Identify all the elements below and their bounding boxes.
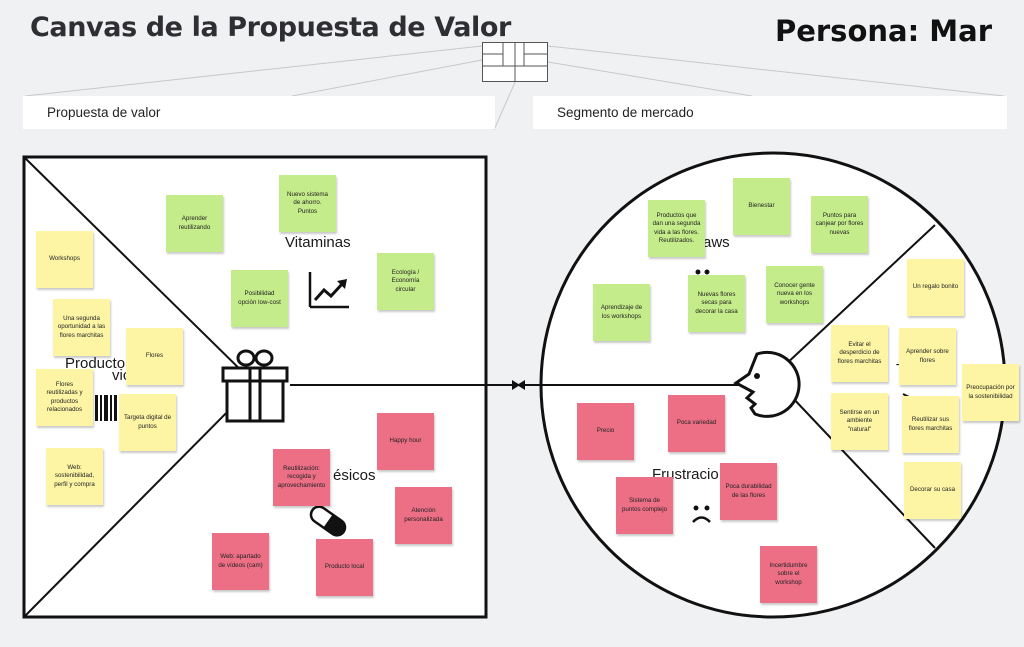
sticky-note[interactable]: Precio	[577, 403, 634, 460]
sticky-note[interactable]: Decorar su casa	[904, 462, 961, 519]
sticky-note[interactable]: Bienestar	[733, 178, 790, 235]
gift-icon	[221, 349, 289, 423]
pill-icon	[309, 505, 347, 537]
sticky-note[interactable]: Web: sostenibilidad, perfil y compra	[46, 448, 103, 505]
sticky-note[interactable]: Productos que dan una segunda vida a las…	[648, 200, 705, 257]
sticky-note[interactable]: Atención personalizada	[395, 487, 452, 544]
canvas-thumbnail-icon	[482, 42, 548, 82]
sticky-note[interactable]: Happy hour	[377, 413, 434, 470]
sticky-note[interactable]: Nuevo sistema de ahorro. Puntos	[279, 175, 336, 232]
sticky-note[interactable]: Reutilizar sus flores marchitas	[902, 396, 959, 453]
sticky-note[interactable]: Una segunda oportunidad a las flores mar…	[53, 299, 110, 356]
persona-title: Persona: Mar	[774, 14, 992, 48]
sticky-note[interactable]: Sentirse en un ambiente "natural"	[831, 393, 888, 450]
sticky-note[interactable]: Reutilización: recogida y aprovechamient…	[273, 449, 330, 506]
sticky-note[interactable]: Workshops	[36, 231, 93, 288]
sticky-note[interactable]: Producto local	[316, 539, 373, 596]
sticky-note[interactable]: Web: apartado de vídeos (cam)	[212, 533, 269, 590]
barcode-icon	[95, 395, 117, 421]
sticky-note[interactable]: Incertidumbre sobre el workshop	[760, 546, 817, 603]
sticky-note[interactable]: Preocupación por la sostenibilidad	[962, 364, 1019, 421]
analgesicos-label: ésicos	[333, 467, 376, 484]
vitaminas-label: Vitaminas	[285, 234, 351, 251]
sticky-note[interactable]: Poca variedad	[668, 395, 725, 452]
smile-face-icon	[695, 269, 710, 275]
market-segment-header: Segmento de mercado	[533, 96, 1007, 129]
sticky-note[interactable]: Flores reutilizadas y productos relacion…	[36, 369, 93, 426]
sticky-note[interactable]: Aprender reutilizando	[166, 195, 223, 252]
sticky-note[interactable]: Targeta digital de puntos	[119, 394, 176, 451]
sad-face-icon	[692, 505, 711, 523]
sticky-note[interactable]: Poca durabilidad de las flores	[720, 463, 777, 520]
value-proposition-header: Propuesta de valor	[23, 96, 495, 129]
gains-label: aws	[703, 234, 730, 251]
sticky-note[interactable]: Aprender sobre flores	[899, 328, 956, 385]
page-title: Canvas de la Propuesta de Valor	[30, 12, 511, 43]
sticky-note[interactable]: Aprendizaje de los workshops	[593, 284, 650, 341]
sticky-note[interactable]: Puntos para canjear por flores nuevas	[811, 196, 868, 253]
sticky-note[interactable]: Flores	[126, 328, 183, 385]
sticky-note[interactable]: Sistema de puntos complejo	[616, 477, 673, 534]
sticky-note[interactable]: Nuevas flores secas para decorar la casa	[688, 275, 745, 332]
sticky-note[interactable]: Posibilidad opción low-cost	[231, 270, 288, 327]
sticky-note[interactable]: Evitar el desperdicio de flores marchita…	[831, 325, 888, 382]
sticky-note[interactable]: Un regalo bonito	[907, 259, 964, 316]
productos-label: Producto	[65, 355, 126, 372]
face-icon	[733, 350, 801, 418]
sticky-note[interactable]: Conocer gente nueva en los workshops	[766, 266, 823, 323]
sticky-note[interactable]: Ecología / Economía circular	[377, 253, 434, 310]
trend-chart-icon	[308, 272, 349, 309]
